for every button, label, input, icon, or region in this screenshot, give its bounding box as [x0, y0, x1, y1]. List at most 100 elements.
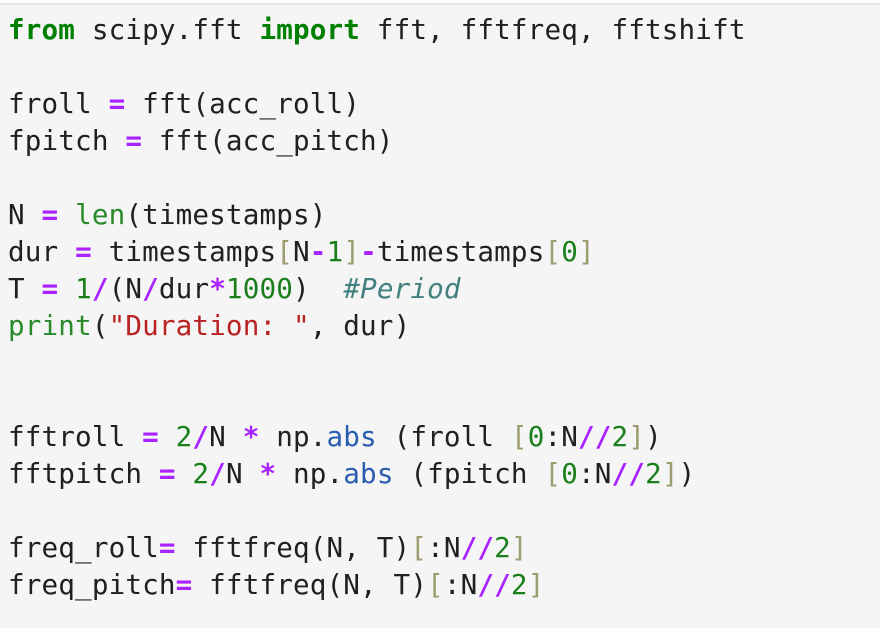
- code-token-txt: (froll: [376, 420, 511, 453]
- code-token-txt: np.: [259, 420, 327, 453]
- code-token-num: 1000: [225, 272, 294, 305]
- code-token-bi: len: [75, 198, 126, 231]
- code-token-txt: :N: [578, 457, 612, 490]
- code-token-txt: (N: [108, 272, 143, 305]
- code-token-kw: import: [259, 13, 361, 46]
- code-token-txt: [58, 272, 75, 305]
- code-token-txt: ): [293, 272, 344, 305]
- code-token-br: [: [276, 235, 293, 268]
- code-token-txt: N: [225, 457, 260, 490]
- code-line: [8, 159, 880, 196]
- code-token-op: =: [175, 568, 193, 601]
- code-token-op: *: [259, 457, 277, 490]
- code-token-txt: fft, fftfreq, fftshift: [360, 13, 746, 46]
- code-token-op: *: [209, 272, 226, 305]
- code-token-txt: [58, 198, 75, 231]
- code-token-txt: (timestamps): [125, 198, 327, 231]
- code-token-txt: (: [91, 309, 109, 342]
- code-token-txt: N: [8, 198, 42, 231]
- code-token-num: 2: [510, 568, 528, 601]
- code-token-txt: ): [678, 457, 696, 490]
- code-cell-surface[interactable]: from scipy.fft import fft, fftfreq, ffts…: [0, 5, 880, 628]
- code-token-txt: ): [645, 420, 662, 453]
- code-line: [8, 381, 880, 418]
- code-token-num: 2: [192, 457, 210, 490]
- code-token-txt: :N: [427, 531, 461, 564]
- code-token-op: //: [460, 531, 495, 564]
- code-lines: from scipy.fft import fft, fftfreq, ffts…: [8, 11, 880, 603]
- code-token-txt: :N: [544, 420, 578, 453]
- code-token-txt: fftfreq(N, T): [175, 531, 411, 564]
- code-token-txt: [159, 420, 176, 453]
- code-token-br: ]: [628, 420, 646, 453]
- code-token-op: -: [360, 235, 377, 268]
- code-line: fftroll = 2/N * np.abs (froll [0:N//2]): [8, 418, 880, 455]
- code-token-op: /: [209, 457, 226, 490]
- code-editor-content[interactable]: from scipy.fft import fft, fftfreq, ffts…: [8, 11, 880, 603]
- cell-top-divider: [0, 3, 880, 5]
- code-line: dur = timestamps[N-1]-timestamps[0]: [8, 233, 880, 270]
- code-token-txt: fftfreq(N, T): [192, 568, 428, 601]
- code-token-br: [: [427, 568, 444, 601]
- code-token-br: [: [544, 457, 562, 490]
- code-line: fftpitch = 2/N * np.abs (fpitch [0:N//2]…: [8, 455, 880, 492]
- code-token-num: 2: [175, 420, 193, 453]
- code-line: froll = fft(acc_roll): [8, 85, 880, 122]
- code-token-br: [: [544, 235, 562, 268]
- code-token-txt: fftpitch: [8, 457, 159, 490]
- code-token-txt: , dur): [309, 309, 411, 342]
- code-token-txt: [176, 457, 193, 490]
- code-token-txt: fft(acc_roll): [125, 87, 361, 120]
- code-token-txt: :N: [443, 568, 478, 601]
- code-token-op: =: [125, 124, 143, 157]
- code-token-op: /: [91, 272, 109, 305]
- code-token-num: 0: [561, 457, 578, 490]
- code-token-txt: freq_pitch: [8, 568, 176, 601]
- code-token-num: 0: [527, 420, 545, 453]
- code-token-str: "Duration: ": [108, 309, 310, 342]
- code-token-br: [: [410, 531, 428, 564]
- code-token-attr: abs: [343, 457, 394, 490]
- code-token-op: -: [309, 235, 327, 268]
- code-token-op: //: [611, 457, 646, 490]
- code-token-txt: fpitch: [8, 124, 126, 157]
- code-token-num: 1: [326, 235, 344, 268]
- code-token-br: [: [510, 420, 528, 453]
- code-token-op: =: [158, 531, 176, 564]
- code-token-txt: fftroll: [8, 420, 143, 453]
- code-token-com: #Period: [343, 272, 461, 305]
- code-token-op: =: [108, 87, 126, 120]
- code-token-op: *: [242, 420, 260, 453]
- code-token-op: =: [158, 457, 176, 490]
- code-token-op: /: [142, 272, 159, 305]
- code-token-op: =: [41, 198, 59, 231]
- code-token-num: 2: [611, 420, 629, 453]
- code-token-op: =: [75, 235, 92, 268]
- code-token-kw: from: [8, 13, 76, 46]
- code-token-bi: print: [8, 309, 92, 342]
- code-line: fpitch = fft(acc_pitch): [8, 122, 880, 159]
- code-line: [8, 344, 880, 381]
- code-line: [8, 48, 880, 85]
- code-token-br: ]: [510, 531, 528, 564]
- code-token-num: 2: [645, 457, 662, 490]
- code-token-txt: freq_roll: [8, 531, 159, 564]
- code-token-num: 0: [561, 235, 578, 268]
- code-token-op: //: [578, 420, 612, 453]
- code-token-br: ]: [343, 235, 361, 268]
- code-token-txt: np.: [276, 457, 344, 490]
- code-token-num: 2: [494, 531, 511, 564]
- code-line: [8, 492, 880, 529]
- code-token-num: 1: [75, 272, 92, 305]
- code-token-op: /: [192, 420, 210, 453]
- code-token-attr: abs: [326, 420, 377, 453]
- code-token-op: =: [41, 272, 59, 305]
- code-token-txt: N: [209, 420, 243, 453]
- code-line: freq_roll= fftfreq(N, T)[:N//2]: [8, 529, 880, 566]
- code-token-txt: N: [293, 235, 310, 268]
- code-token-txt: scipy.fft: [75, 13, 260, 46]
- code-token-txt: T: [8, 272, 42, 305]
- code-line: from scipy.fft import fft, fftfreq, ffts…: [8, 11, 880, 48]
- code-token-txt: froll: [8, 87, 109, 120]
